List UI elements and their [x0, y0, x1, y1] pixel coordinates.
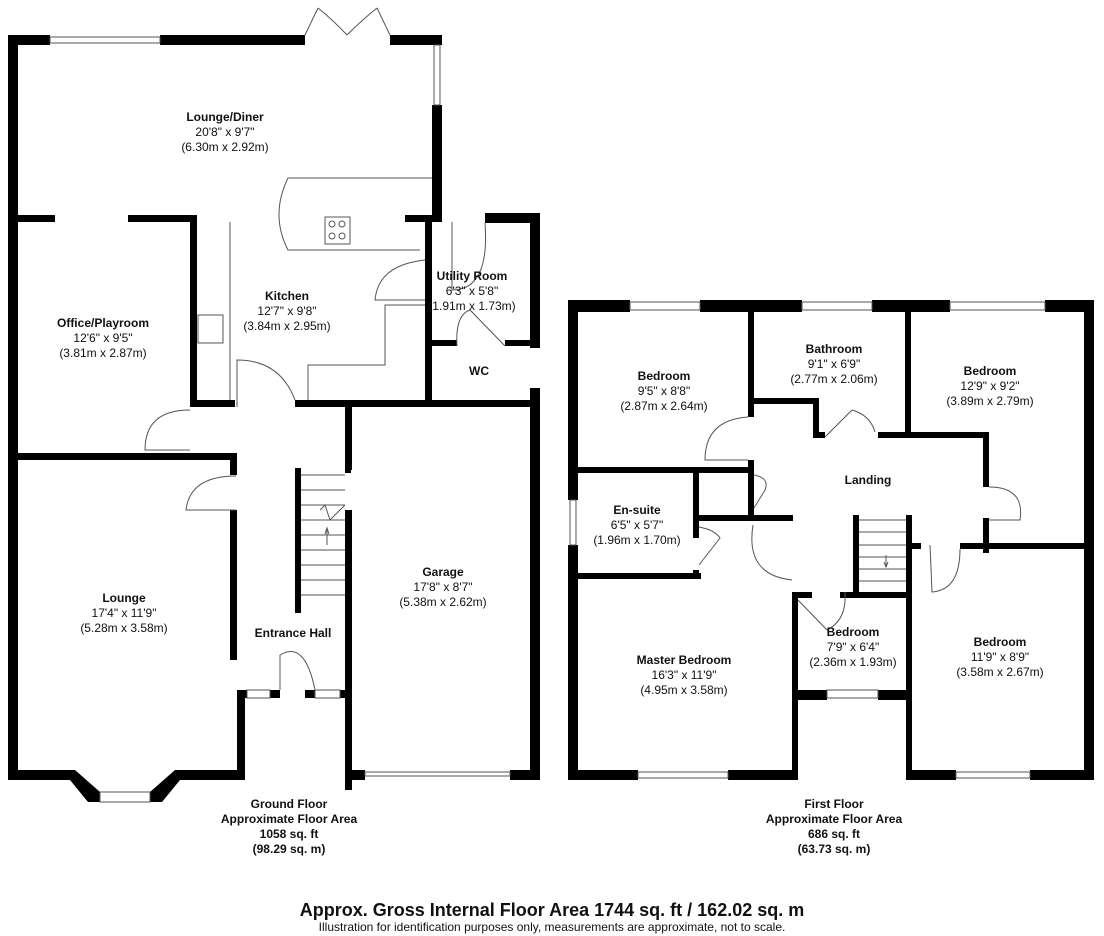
- room-name: Lounge/Diner: [186, 110, 264, 124]
- room-metric: (3.58m x 2.67m): [956, 665, 1044, 679]
- ground-floor-area: Ground Floor Approximate Floor Area 1058…: [221, 797, 357, 857]
- room-imperial: 12'6" x 9'5": [73, 331, 133, 345]
- area-subtitle: Approximate Floor Area: [765, 812, 903, 826]
- room-imperial: 20'8" x 9'7": [195, 125, 255, 139]
- room-imperial: 9'1" x 6'9": [807, 357, 861, 371]
- ground-floor-walls: [8, 35, 540, 802]
- room-metric: (6.30m x 2.92m): [181, 140, 269, 154]
- room-name: Utility Room: [436, 269, 508, 283]
- area-sqft: 686 sq. ft: [807, 827, 861, 841]
- room-metric: (3.81m x 2.87m): [59, 346, 147, 360]
- room-imperial: 12'7" x 9'8": [257, 304, 317, 318]
- room-imperial: 6'5" x 5'7": [610, 518, 664, 532]
- room-metric: (5.38m x 2.62m): [399, 595, 487, 609]
- first-floor-area: First Floor Approximate Floor Area 686 s…: [766, 797, 902, 857]
- room-imperial: 17'4" x 11'9": [91, 606, 157, 620]
- room-metric: (1.96m x 1.70m): [593, 533, 681, 547]
- area-sqm: (98.29 sq. m): [252, 842, 326, 856]
- room-name: Landing: [844, 473, 892, 487]
- room-name: Office/Playroom: [56, 316, 150, 330]
- ground-floor-fixtures: [49, 7, 511, 803]
- room-name: Bathroom: [805, 342, 863, 356]
- room-metric: (2.36m x 1.93m): [809, 655, 897, 669]
- room-name: Garage: [422, 565, 464, 579]
- room-imperial: 16'3" x 11'9": [651, 668, 717, 682]
- disclaimer: Illustration for identification purposes…: [318, 920, 786, 934]
- room-metric: (2.87m x 2.64m): [620, 399, 708, 413]
- room-name: Bedroom: [973, 635, 1027, 649]
- room-imperial: 11'9" x 8'9": [970, 650, 1030, 664]
- room-name: Entrance Hall: [254, 626, 332, 640]
- room-metric: (3.84m x 2.95m): [243, 319, 331, 333]
- room-entrance-hall: Entrance Hall: [255, 626, 332, 641]
- room-name: WC: [469, 364, 489, 378]
- room-imperial: 7'9" x 6'4": [826, 640, 880, 654]
- room-name: Kitchen: [264, 289, 309, 303]
- room-metric: (1.91m x 1.73m): [428, 299, 516, 313]
- area-sqm: (63.73 sq. m): [797, 842, 871, 856]
- room-name: Bedroom: [826, 625, 880, 639]
- room-imperial: 6'3" x 5'8": [445, 284, 499, 298]
- first-floor-fixtures: [569, 301, 1046, 779]
- room-metric: (5.28m x 3.58m): [80, 621, 168, 635]
- area-subtitle: Approximate Floor Area: [220, 812, 358, 826]
- area-title: Ground Floor: [250, 797, 328, 811]
- area-title: First Floor: [804, 797, 864, 811]
- room-name: Lounge: [102, 591, 146, 605]
- room-metric: (2.77m x 2.06m): [790, 372, 878, 386]
- first-floor-walls: [568, 300, 1094, 780]
- room-imperial: 9'5" x 8'8": [637, 384, 691, 398]
- room-name: En-suite: [613, 503, 661, 517]
- room-name: Master Bedroom: [636, 653, 732, 667]
- area-sqft: 1058 sq. ft: [259, 827, 319, 841]
- room-metric: (4.95m x 3.58m): [640, 683, 728, 697]
- room-imperial: 12'9" x 9'2": [960, 379, 1020, 393]
- room-name: Bedroom: [637, 369, 691, 383]
- gross-floor-area: Approx. Gross Internal Floor Area 1744 s…: [299, 900, 805, 920]
- room-landing: Landing: [845, 473, 892, 488]
- room-name: Bedroom: [963, 364, 1017, 378]
- room-imperial: 17'8" x 8'7": [413, 580, 473, 594]
- room-wc: WC: [469, 364, 489, 379]
- room-metric: (3.89m x 2.79m): [946, 394, 1034, 408]
